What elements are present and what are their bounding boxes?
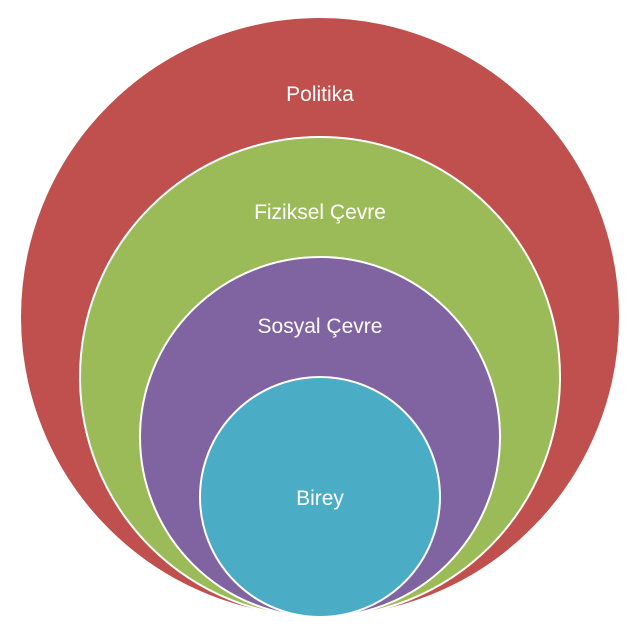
layer-birey: Birey — [199, 376, 441, 618]
label-sosyal-cevre: Sosyal Çevre — [258, 315, 383, 338]
circle-birey — [199, 376, 441, 618]
label-fiziksel-cevre: Fiziksel Çevre — [254, 201, 386, 224]
label-politika: Politika — [286, 83, 354, 106]
label-birey: Birey — [296, 487, 344, 510]
